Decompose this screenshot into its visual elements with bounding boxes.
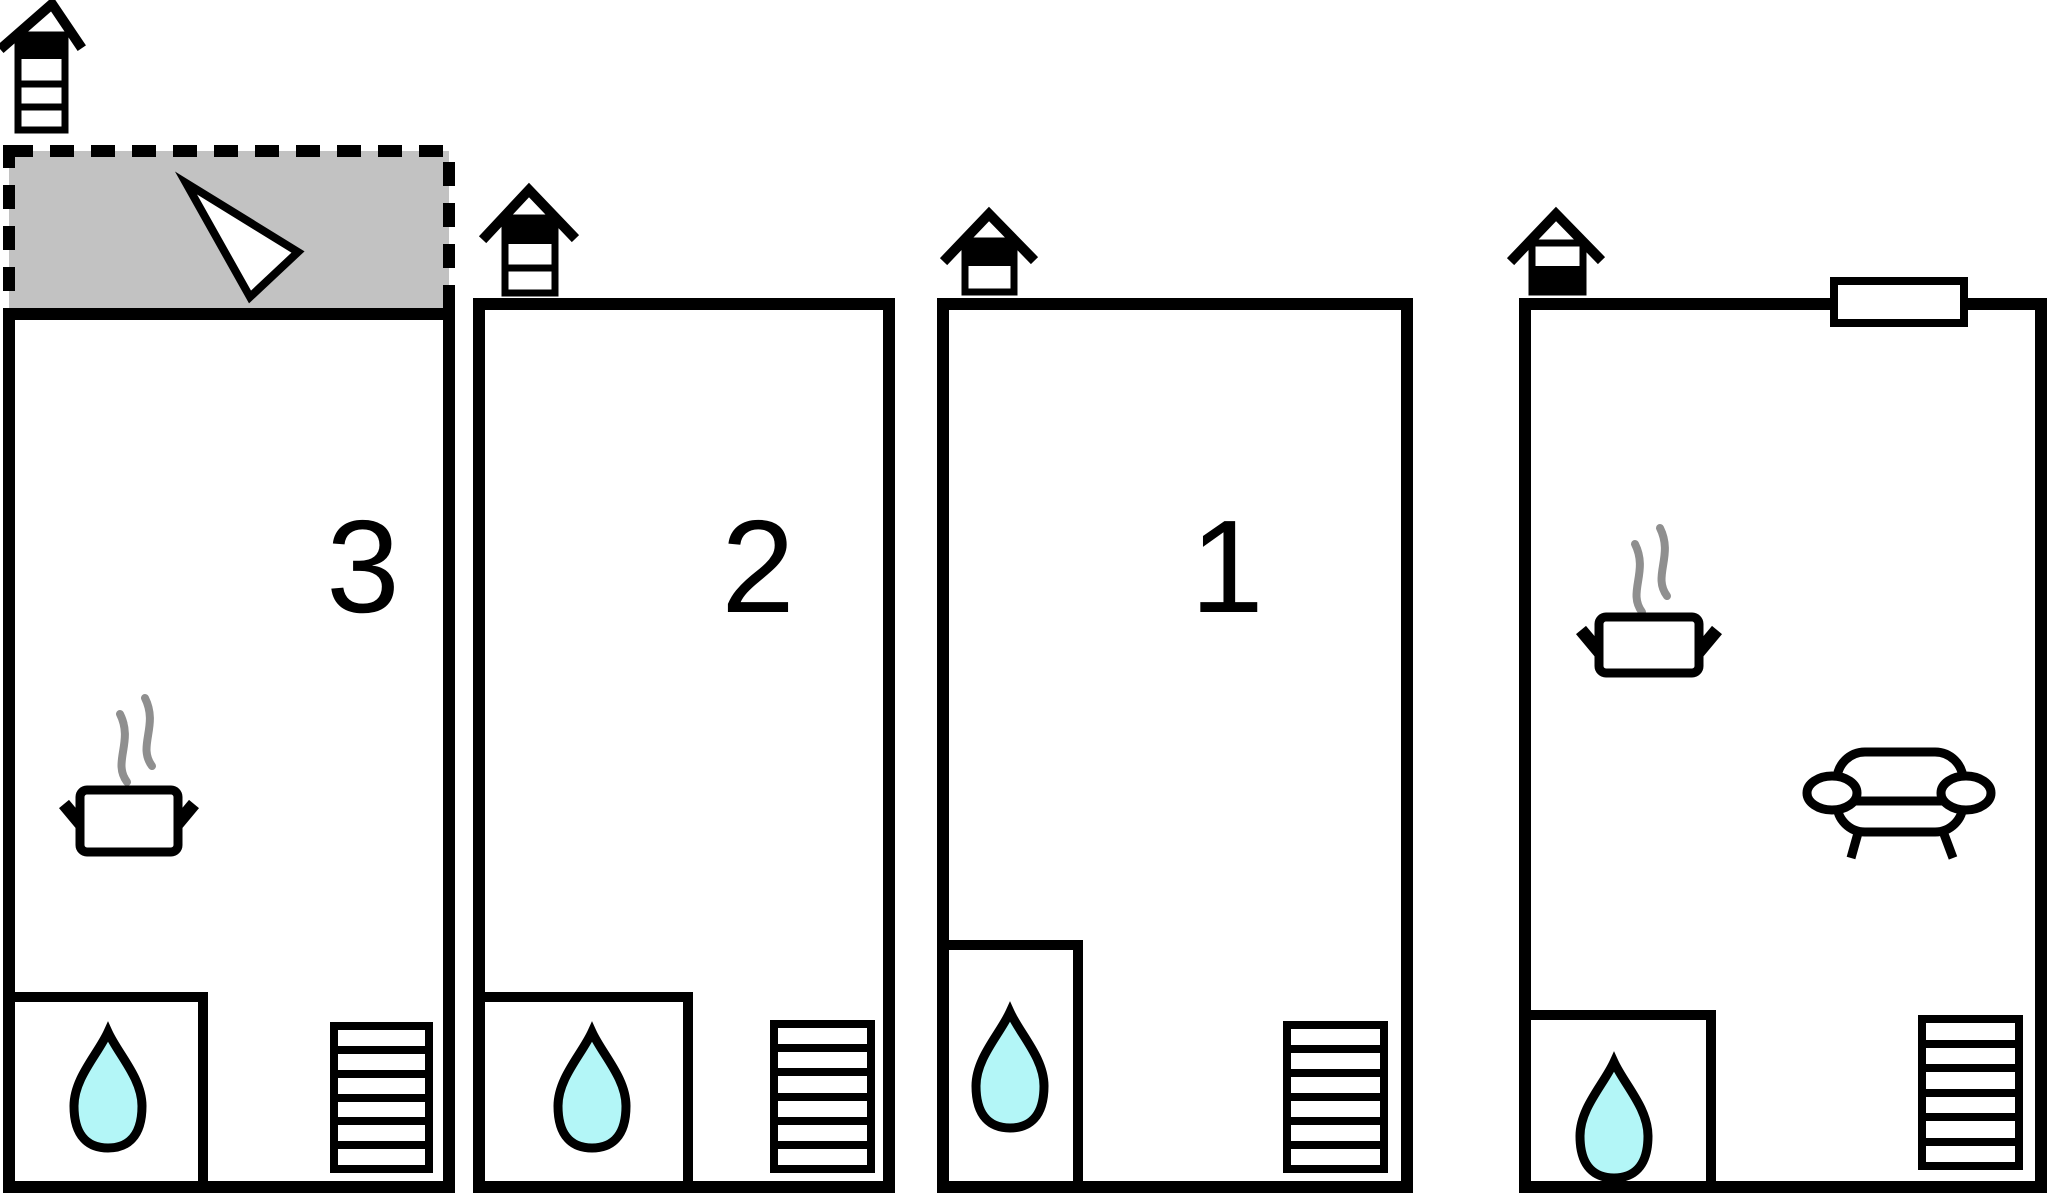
staircase-icon xyxy=(330,1022,433,1173)
staircase-icon xyxy=(1283,1021,1388,1173)
unit-1-bathroom-wall xyxy=(943,940,1083,1187)
sofa-leg xyxy=(1939,832,1958,860)
steam-lines xyxy=(141,694,156,770)
unit-3-bathroom-wall xyxy=(9,992,208,1187)
chimney-icon xyxy=(939,206,1039,296)
steam-lines xyxy=(1656,524,1671,600)
unit-4-bathroom-wall xyxy=(1525,1010,1716,1187)
unit-number: 2 xyxy=(721,493,794,640)
staircase-icon xyxy=(770,1020,875,1173)
steam-lines xyxy=(116,710,131,786)
pot-body xyxy=(75,785,183,857)
chimney-icon xyxy=(1506,206,1606,296)
sofa-armrest xyxy=(1936,771,1996,815)
unit-2-bathroom-wall xyxy=(479,992,693,1187)
direction-arrow-icon xyxy=(174,171,305,304)
window xyxy=(1830,277,1968,327)
unit-number: 1 xyxy=(1190,493,1263,640)
chimney-icon xyxy=(0,0,86,134)
staircase-icon xyxy=(1918,1015,2023,1170)
sofa-armrest xyxy=(1802,771,1862,815)
sofa-leg xyxy=(1846,831,1863,860)
unit-number: 3 xyxy=(326,493,399,640)
sofa-icon xyxy=(1802,747,1996,860)
cooking-pot-icon xyxy=(1576,524,1722,678)
pot-body xyxy=(1594,612,1704,678)
chimney-icon xyxy=(478,182,580,297)
steam-lines xyxy=(1631,540,1646,616)
cooking-pot-icon xyxy=(59,694,199,857)
